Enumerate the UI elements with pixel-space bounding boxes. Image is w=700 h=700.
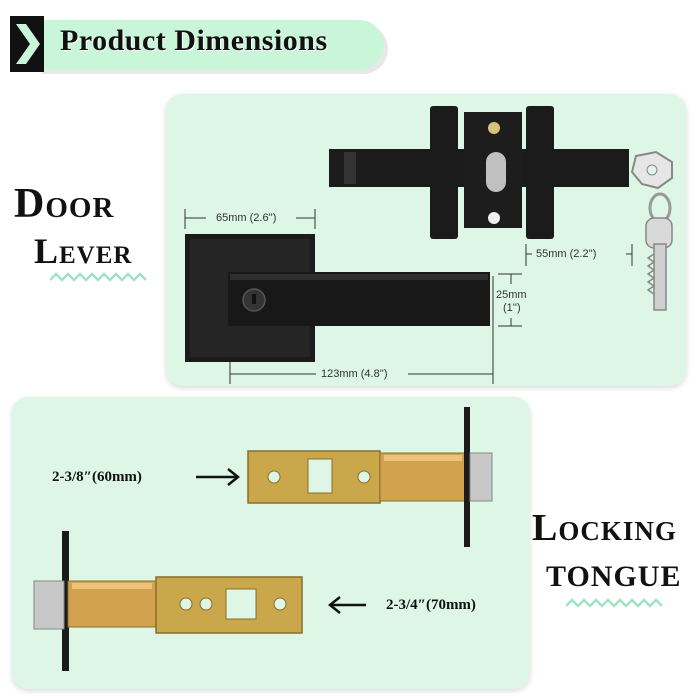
door-lever-drawing: [184, 106, 673, 384]
long-latch: [33, 531, 303, 671]
locking-label: Locking: [532, 507, 677, 549]
page-title: Product Dimensions: [60, 24, 328, 57]
latch-hole: [486, 152, 506, 192]
latch-drawings: [33, 407, 493, 671]
header-banner: [38, 20, 384, 70]
wave-decoration-bottom: [566, 598, 663, 608]
key-icon: [630, 150, 673, 311]
short-latch: [247, 407, 493, 547]
chevron-right-icon: [16, 24, 40, 64]
mount-post-right: [526, 106, 554, 239]
dimension-lines: [184, 209, 633, 384]
lever-height-label: 25mm: [496, 289, 527, 301]
tongue-label: tongue: [546, 560, 682, 593]
lever-length-label: 123mm (4.8''): [321, 368, 388, 380]
door-label: Door: [14, 181, 115, 227]
long-latch-size: 2-3/4″(70mm): [386, 597, 476, 613]
lever-handle: [228, 272, 490, 326]
lever-height-inch-label: (1''): [503, 302, 521, 314]
arrow-right-icon: [196, 468, 241, 486]
arrow-left-icon: [327, 596, 366, 614]
lever-label: Lever: [34, 231, 133, 271]
wave-decoration: [50, 272, 147, 282]
short-latch-size: 2-3/8″(60mm): [52, 469, 142, 485]
header-marker: [10, 16, 44, 72]
latch-depth-label: 55mm (2.2''): [536, 248, 597, 260]
mount-post-left: [430, 106, 458, 239]
rose-width-label: 65mm (2.6''): [216, 212, 277, 224]
locking-tongue-panel: [12, 397, 530, 689]
